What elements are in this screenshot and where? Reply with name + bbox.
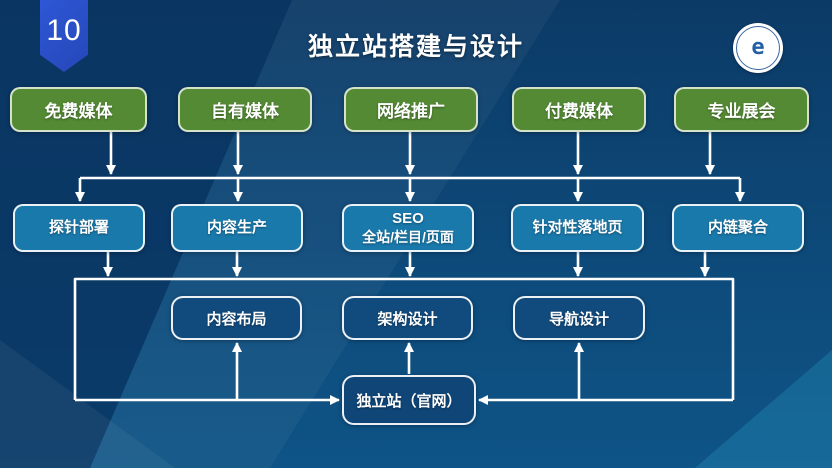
org-logo-emblem-icon: e — [751, 35, 765, 60]
box-label: 自有媒体 — [211, 102, 279, 121]
box-label: 网络推广 — [377, 102, 445, 121]
box-label: 架构设计 — [377, 310, 438, 328]
design-box-content-layout: 内容布局 — [171, 296, 302, 340]
page-number-badge: 10 — [40, 0, 88, 72]
page-number: 10 — [46, 14, 82, 47]
org-logo: e — [733, 23, 783, 73]
tactic-box-probe-deploy: 探针部署 — [13, 204, 145, 252]
box-label: 导航设计 — [548, 310, 609, 328]
box-label: 内容生产 — [206, 218, 267, 236]
box-label: 独立站（官网） — [356, 392, 462, 410]
page-title: 独立站搭建与设计 — [307, 34, 524, 61]
tactic-box-internal-links: 内链聚合 — [672, 204, 804, 252]
box-label: 探针部署 — [48, 218, 109, 236]
box-label: 针对性落地页 — [532, 218, 623, 236]
design-box-navigation: 导航设计 — [513, 296, 645, 340]
tactic-box-content-produce: 内容生产 — [171, 204, 303, 252]
arrows-bus-to-tactics — [75, 178, 745, 202]
source-box-web-promo: 网络推广 — [344, 87, 478, 132]
source-box-paid-media: 付费媒体 — [512, 87, 646, 132]
arrows-tactics-to-frame — [103, 252, 710, 277]
box-label: SEO — [392, 209, 424, 227]
source-box-free-media: 免费媒体 — [10, 87, 147, 132]
box-sublabel: 全站/栏目/页面 — [362, 228, 454, 245]
source-box-owned-media: 自有媒体 — [178, 87, 312, 132]
box-label: 内链聚合 — [707, 218, 768, 236]
box-label: 专业展会 — [707, 102, 776, 121]
source-box-trade-show: 专业展会 — [674, 87, 809, 132]
box-label: 内容布局 — [206, 310, 267, 328]
design-box-architecture: 架构设计 — [342, 296, 473, 340]
tactic-box-landing-page: 针对性落地页 — [511, 204, 644, 252]
box-label: 付费媒体 — [545, 102, 613, 121]
site-box-official-website: 独立站（官网） — [342, 375, 476, 425]
frame-outline — [73, 277, 735, 400]
arrows-up-to-design — [232, 342, 584, 400]
box-label: 免费媒体 — [44, 102, 113, 121]
arrows-sources-to-bus — [106, 132, 715, 175]
org-logo-ring-icon — [736, 26, 780, 70]
